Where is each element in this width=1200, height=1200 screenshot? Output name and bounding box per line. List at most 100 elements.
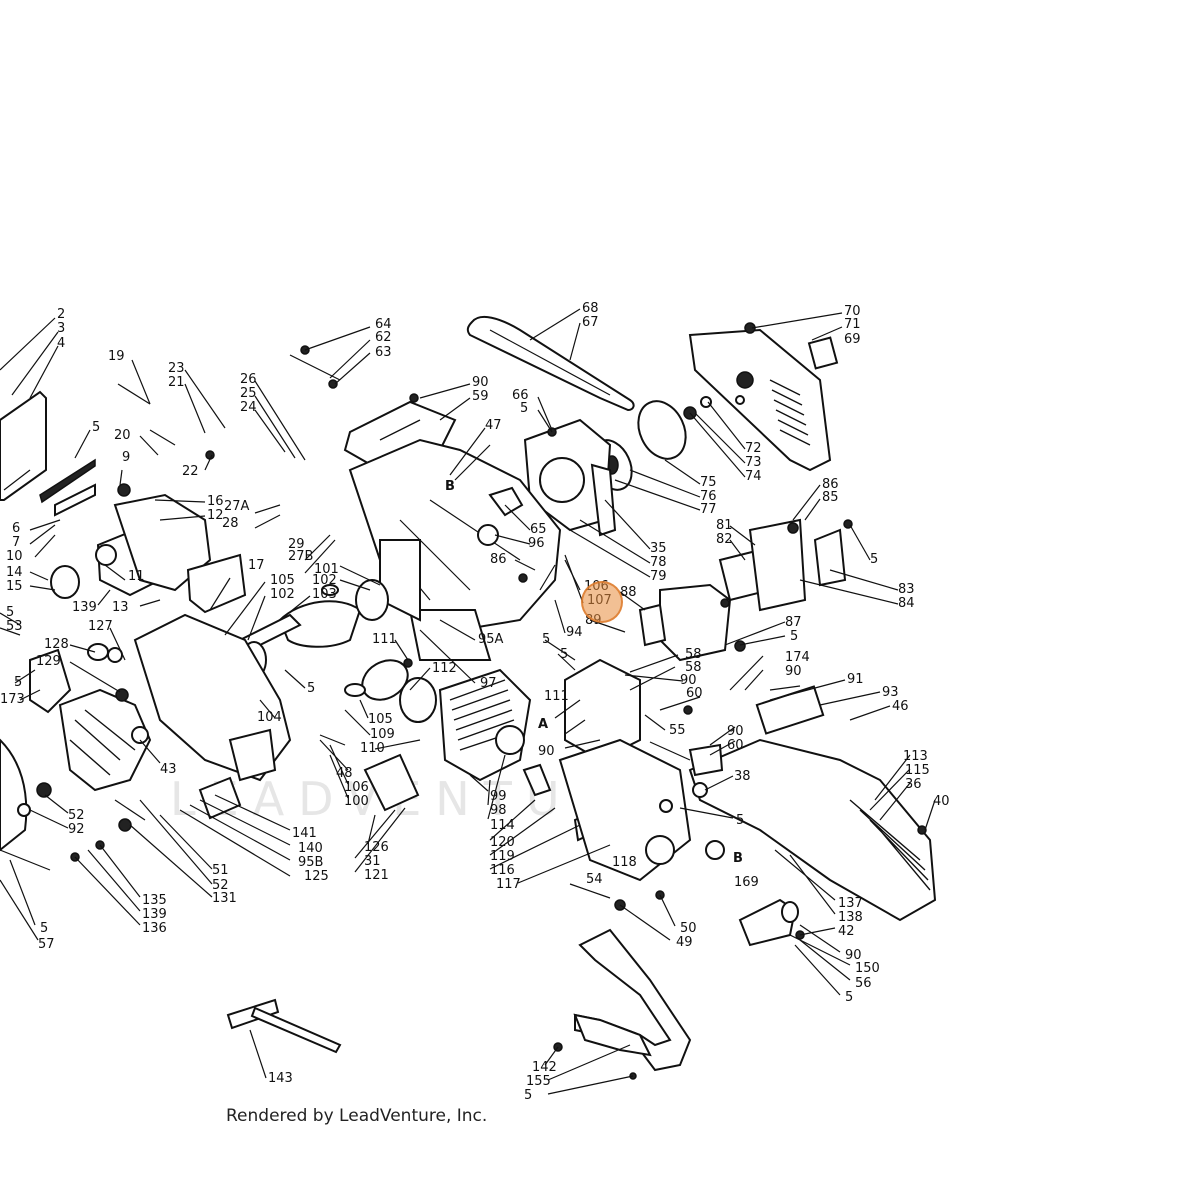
callout-label-140[interactable]: 140 xyxy=(298,841,323,856)
callout-label-6[interactable]: 6 xyxy=(12,521,20,536)
callout-label-50[interactable]: 50 xyxy=(680,921,697,936)
callout-label-56[interactable]: 56 xyxy=(855,976,872,991)
callout-label-119[interactable]: 119 xyxy=(490,849,515,864)
callout-label-60[interactable]: 60 xyxy=(686,686,703,701)
callout-label-73[interactable]: 73 xyxy=(745,455,762,470)
callout-label-84[interactable]: 84 xyxy=(898,596,915,611)
callout-label-3[interactable]: 3 xyxy=(57,321,65,336)
callout-label-29[interactable]: 29 xyxy=(288,537,305,552)
callout-label-51[interactable]: 51 xyxy=(212,863,229,878)
callout-label-112[interactable]: 112 xyxy=(432,661,457,676)
callout-label-142[interactable]: 142 xyxy=(532,1060,557,1075)
callout-label-14[interactable]: 14 xyxy=(6,565,23,580)
callout-label-b[interactable]: B xyxy=(733,851,743,866)
callout-label-83[interactable]: 83 xyxy=(898,582,915,597)
callout-label-20[interactable]: 20 xyxy=(114,428,131,443)
callout-label-60[interactable]: 60 xyxy=(727,738,744,753)
callout-label-12[interactable]: 12 xyxy=(207,508,224,523)
callout-label-131[interactable]: 131 xyxy=(212,891,237,906)
callout-label-38[interactable]: 38 xyxy=(734,769,751,784)
callout-label-77[interactable]: 77 xyxy=(700,502,717,517)
callout-label-113[interactable]: 113 xyxy=(903,749,928,764)
callout-label-5[interactable]: 5 xyxy=(40,921,48,936)
callout-label-105[interactable]: 105 xyxy=(368,712,393,727)
callout-label-101[interactable]: 101 xyxy=(314,562,339,577)
callout-label-116[interactable]: 116 xyxy=(490,863,515,878)
callout-label-110[interactable]: 110 xyxy=(360,741,385,756)
callout-label-95b[interactable]: 95B xyxy=(298,855,323,870)
callout-label-121[interactable]: 121 xyxy=(364,868,389,883)
callout-label-100[interactable]: 100 xyxy=(344,794,369,809)
callout-label-111[interactable]: 111 xyxy=(372,632,397,647)
callout-label-94[interactable]: 94 xyxy=(566,625,583,640)
callout-label-25[interactable]: 25 xyxy=(240,386,257,401)
callout-label-76[interactable]: 76 xyxy=(700,489,717,504)
callout-label-139[interactable]: 139 xyxy=(142,907,167,922)
callout-label-46[interactable]: 46 xyxy=(892,699,909,714)
callout-label-85[interactable]: 85 xyxy=(822,490,839,505)
callout-label-81[interactable]: 81 xyxy=(716,518,733,533)
callout-label-40[interactable]: 40 xyxy=(933,794,950,809)
callout-label-13[interactable]: 13 xyxy=(112,600,129,615)
callout-label-27b[interactable]: 27B xyxy=(288,549,313,564)
callout-label-55[interactable]: 55 xyxy=(669,723,686,738)
callout-label-74[interactable]: 74 xyxy=(745,469,762,484)
callout-label-62[interactable]: 62 xyxy=(375,330,392,345)
callout-label-5[interactable]: 5 xyxy=(92,420,100,435)
callout-label-5[interactable]: 5 xyxy=(845,990,853,1005)
callout-label-58[interactable]: 58 xyxy=(685,647,702,662)
callout-label-90[interactable]: 90 xyxy=(845,948,862,963)
callout-label-102[interactable]: 102 xyxy=(270,587,295,602)
callout-label-99[interactable]: 99 xyxy=(490,789,507,804)
callout-label-59[interactable]: 59 xyxy=(472,389,489,404)
callout-label-136[interactable]: 136 xyxy=(142,921,167,936)
callout-label-105[interactable]: 105 xyxy=(270,573,295,588)
callout-label-31[interactable]: 31 xyxy=(364,854,381,869)
callout-label-155[interactable]: 155 xyxy=(526,1074,551,1089)
callout-label-54[interactable]: 54 xyxy=(586,872,603,887)
callout-label-86[interactable]: 86 xyxy=(490,552,507,567)
callout-label-96[interactable]: 96 xyxy=(528,536,545,551)
callout-label-106[interactable]: 106 xyxy=(344,780,369,795)
callout-label-52[interactable]: 52 xyxy=(68,808,85,823)
selected-part-highlight[interactable] xyxy=(581,581,623,623)
callout-label-71[interactable]: 71 xyxy=(844,317,861,332)
callout-label-4[interactable]: 4 xyxy=(57,336,65,351)
callout-label-49[interactable]: 49 xyxy=(676,935,693,950)
callout-label-137[interactable]: 137 xyxy=(838,896,863,911)
callout-label-104[interactable]: 104 xyxy=(257,710,282,725)
callout-label-68[interactable]: 68 xyxy=(582,301,599,316)
callout-label-75[interactable]: 75 xyxy=(700,475,717,490)
callout-label-87[interactable]: 87 xyxy=(785,615,802,630)
callout-label-90[interactable]: 90 xyxy=(538,744,555,759)
callout-label-a[interactable]: A xyxy=(538,717,548,732)
callout-label-92[interactable]: 92 xyxy=(68,822,85,837)
callout-label-35[interactable]: 35 xyxy=(650,541,667,556)
callout-label-16[interactable]: 16 xyxy=(207,494,224,509)
callout-label-5[interactable]: 5 xyxy=(520,401,528,416)
callout-label-53[interactable]: 53 xyxy=(6,619,23,634)
callout-label-10[interactable]: 10 xyxy=(6,549,23,564)
callout-label-150[interactable]: 150 xyxy=(855,961,880,976)
callout-label-126[interactable]: 126 xyxy=(364,840,389,855)
callout-label-95a[interactable]: 95A xyxy=(478,632,504,647)
callout-label-9[interactable]: 9 xyxy=(122,450,130,465)
callout-label-64[interactable]: 64 xyxy=(375,317,392,332)
callout-label-115[interactable]: 115 xyxy=(905,763,930,778)
callout-label-48[interactable]: 48 xyxy=(336,766,353,781)
callout-label-52[interactable]: 52 xyxy=(212,878,229,893)
callout-label-103[interactable]: 103 xyxy=(312,587,337,602)
callout-label-174[interactable]: 174 xyxy=(785,650,810,665)
callout-label-72[interactable]: 72 xyxy=(745,441,762,456)
callout-label-82[interactable]: 82 xyxy=(716,532,733,547)
callout-label-21[interactable]: 21 xyxy=(168,375,185,390)
callout-label-15[interactable]: 15 xyxy=(6,579,23,594)
callout-label-78[interactable]: 78 xyxy=(650,555,667,570)
callout-label-5[interactable]: 5 xyxy=(870,552,878,567)
callout-label-5[interactable]: 5 xyxy=(524,1088,532,1103)
callout-label-2[interactable]: 2 xyxy=(57,307,65,322)
callout-label-23[interactable]: 23 xyxy=(168,361,185,376)
callout-label-109[interactable]: 109 xyxy=(370,727,395,742)
callout-label-36[interactable]: 36 xyxy=(905,777,922,792)
callout-label-5[interactable]: 5 xyxy=(560,647,568,662)
